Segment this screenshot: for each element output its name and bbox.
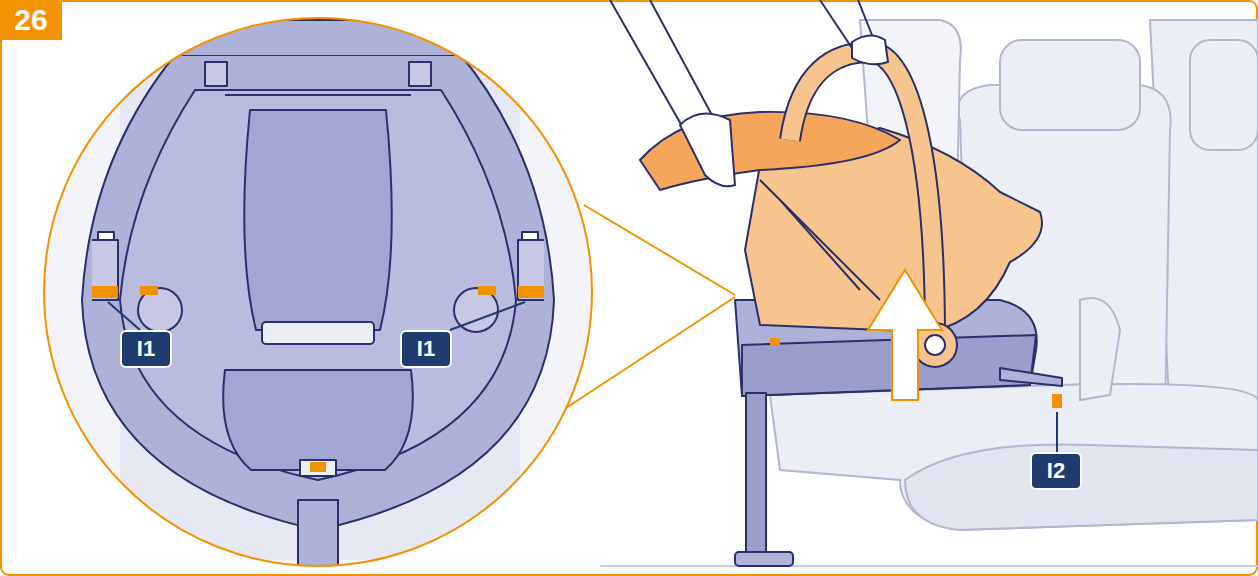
step-number: 26 — [0, 0, 62, 40]
callout-number: I1 — [400, 330, 452, 368]
callout-number: I2 — [1030, 452, 1082, 490]
callout-number: I1 — [120, 330, 172, 368]
